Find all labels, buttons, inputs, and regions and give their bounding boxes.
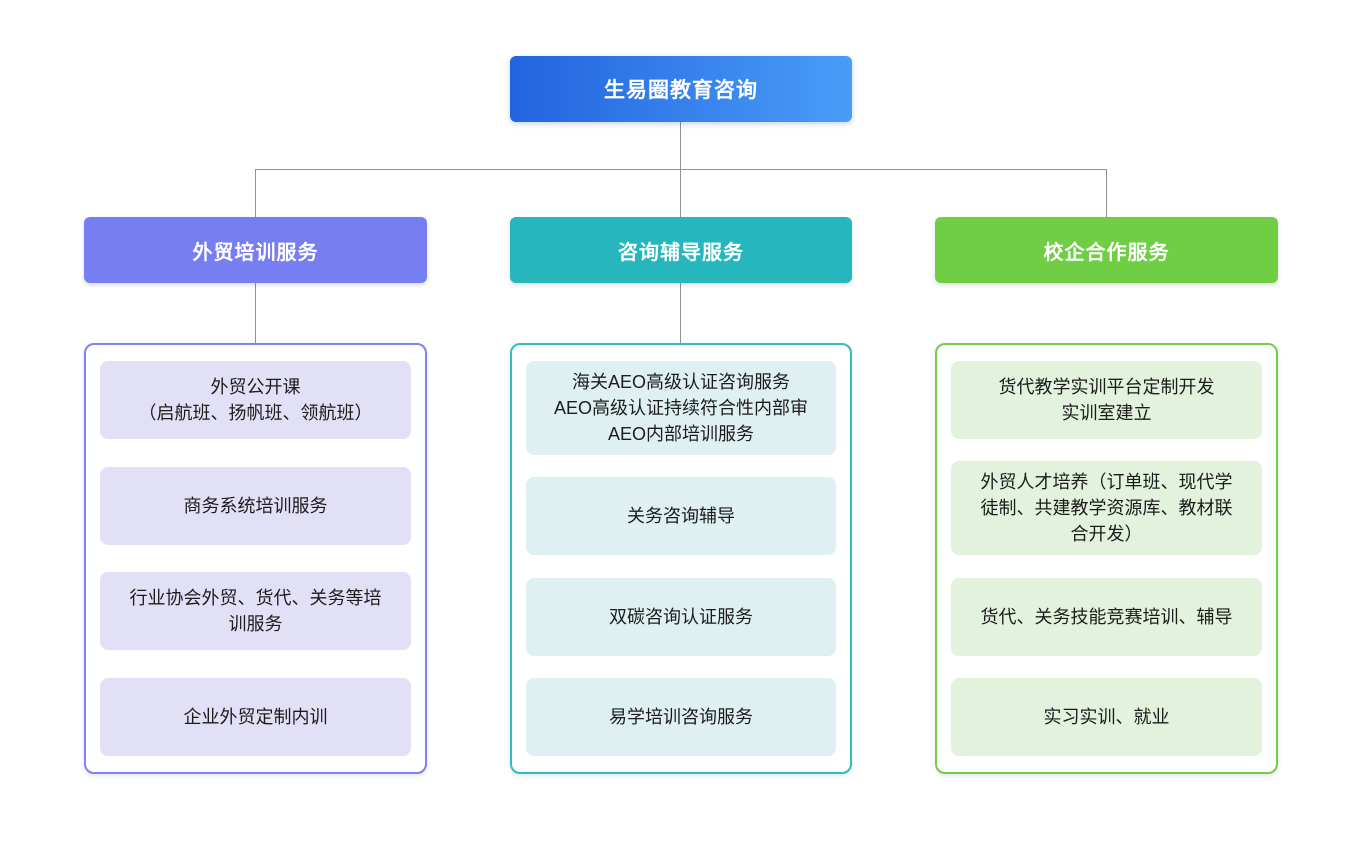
service-item: 易学培训咨询服务 bbox=[526, 677, 836, 756]
branch-header-label: 校企合作服务 bbox=[1043, 241, 1170, 264]
service-item: 商务系统培训服务 bbox=[100, 466, 411, 545]
branch-header-consulting-coaching: 咨询辅导服务 bbox=[510, 217, 852, 283]
connector-drop-left bbox=[255, 169, 256, 217]
service-item: 外贸公开课 （启航班、扬帆班、领航班） bbox=[100, 361, 411, 439]
service-item: 关务咨询辅导 bbox=[526, 477, 836, 556]
service-item: 海关AEO高级认证咨询服务 AEO高级认证持续符合性内部审 AEO内部培训服务 bbox=[526, 361, 836, 455]
branch-header-label: 外贸培训服务 bbox=[192, 241, 319, 264]
branch-container-school-enterprise: 货代教学实训平台定制开发 实训室建立 外贸人才培养（订单班、现代学 徒制、共建教… bbox=[935, 343, 1278, 774]
connector-middle-header-to-container bbox=[680, 283, 681, 343]
service-item: 外贸人才培养（订单班、现代学 徒制、共建教学资源库、教材联 合开发） bbox=[951, 461, 1262, 556]
service-item: 货代、关务技能竞赛培训、辅导 bbox=[951, 577, 1262, 656]
root-node-label: 生易圈教育咨询 bbox=[604, 79, 758, 102]
branch-container-consulting-coaching: 海关AEO高级认证咨询服务 AEO高级认证持续符合性内部审 AEO内部培训服务 … bbox=[510, 343, 852, 774]
connector-drop-right bbox=[1106, 169, 1107, 217]
branch-header-trade-training: 外贸培训服务 bbox=[84, 217, 427, 283]
service-item: 双碳咨询认证服务 bbox=[526, 577, 836, 656]
connector-root-stem bbox=[680, 122, 681, 169]
branch-header-label: 咨询辅导服务 bbox=[618, 241, 744, 264]
service-item: 货代教学实训平台定制开发 实训室建立 bbox=[951, 361, 1262, 439]
root-node: 生易圈教育咨询 bbox=[510, 56, 852, 122]
branch-header-school-enterprise: 校企合作服务 bbox=[935, 217, 1278, 283]
service-item: 行业协会外贸、货代、关务等培 训服务 bbox=[100, 572, 411, 651]
connector-drop-middle bbox=[680, 169, 681, 217]
connector-left-header-to-container bbox=[255, 283, 256, 343]
service-item: 企业外贸定制内训 bbox=[100, 677, 411, 756]
service-item: 实习实训、就业 bbox=[951, 677, 1262, 756]
branch-container-trade-training: 外贸公开课 （启航班、扬帆班、领航班） 商务系统培训服务 行业协会外贸、货代、关… bbox=[84, 343, 427, 774]
